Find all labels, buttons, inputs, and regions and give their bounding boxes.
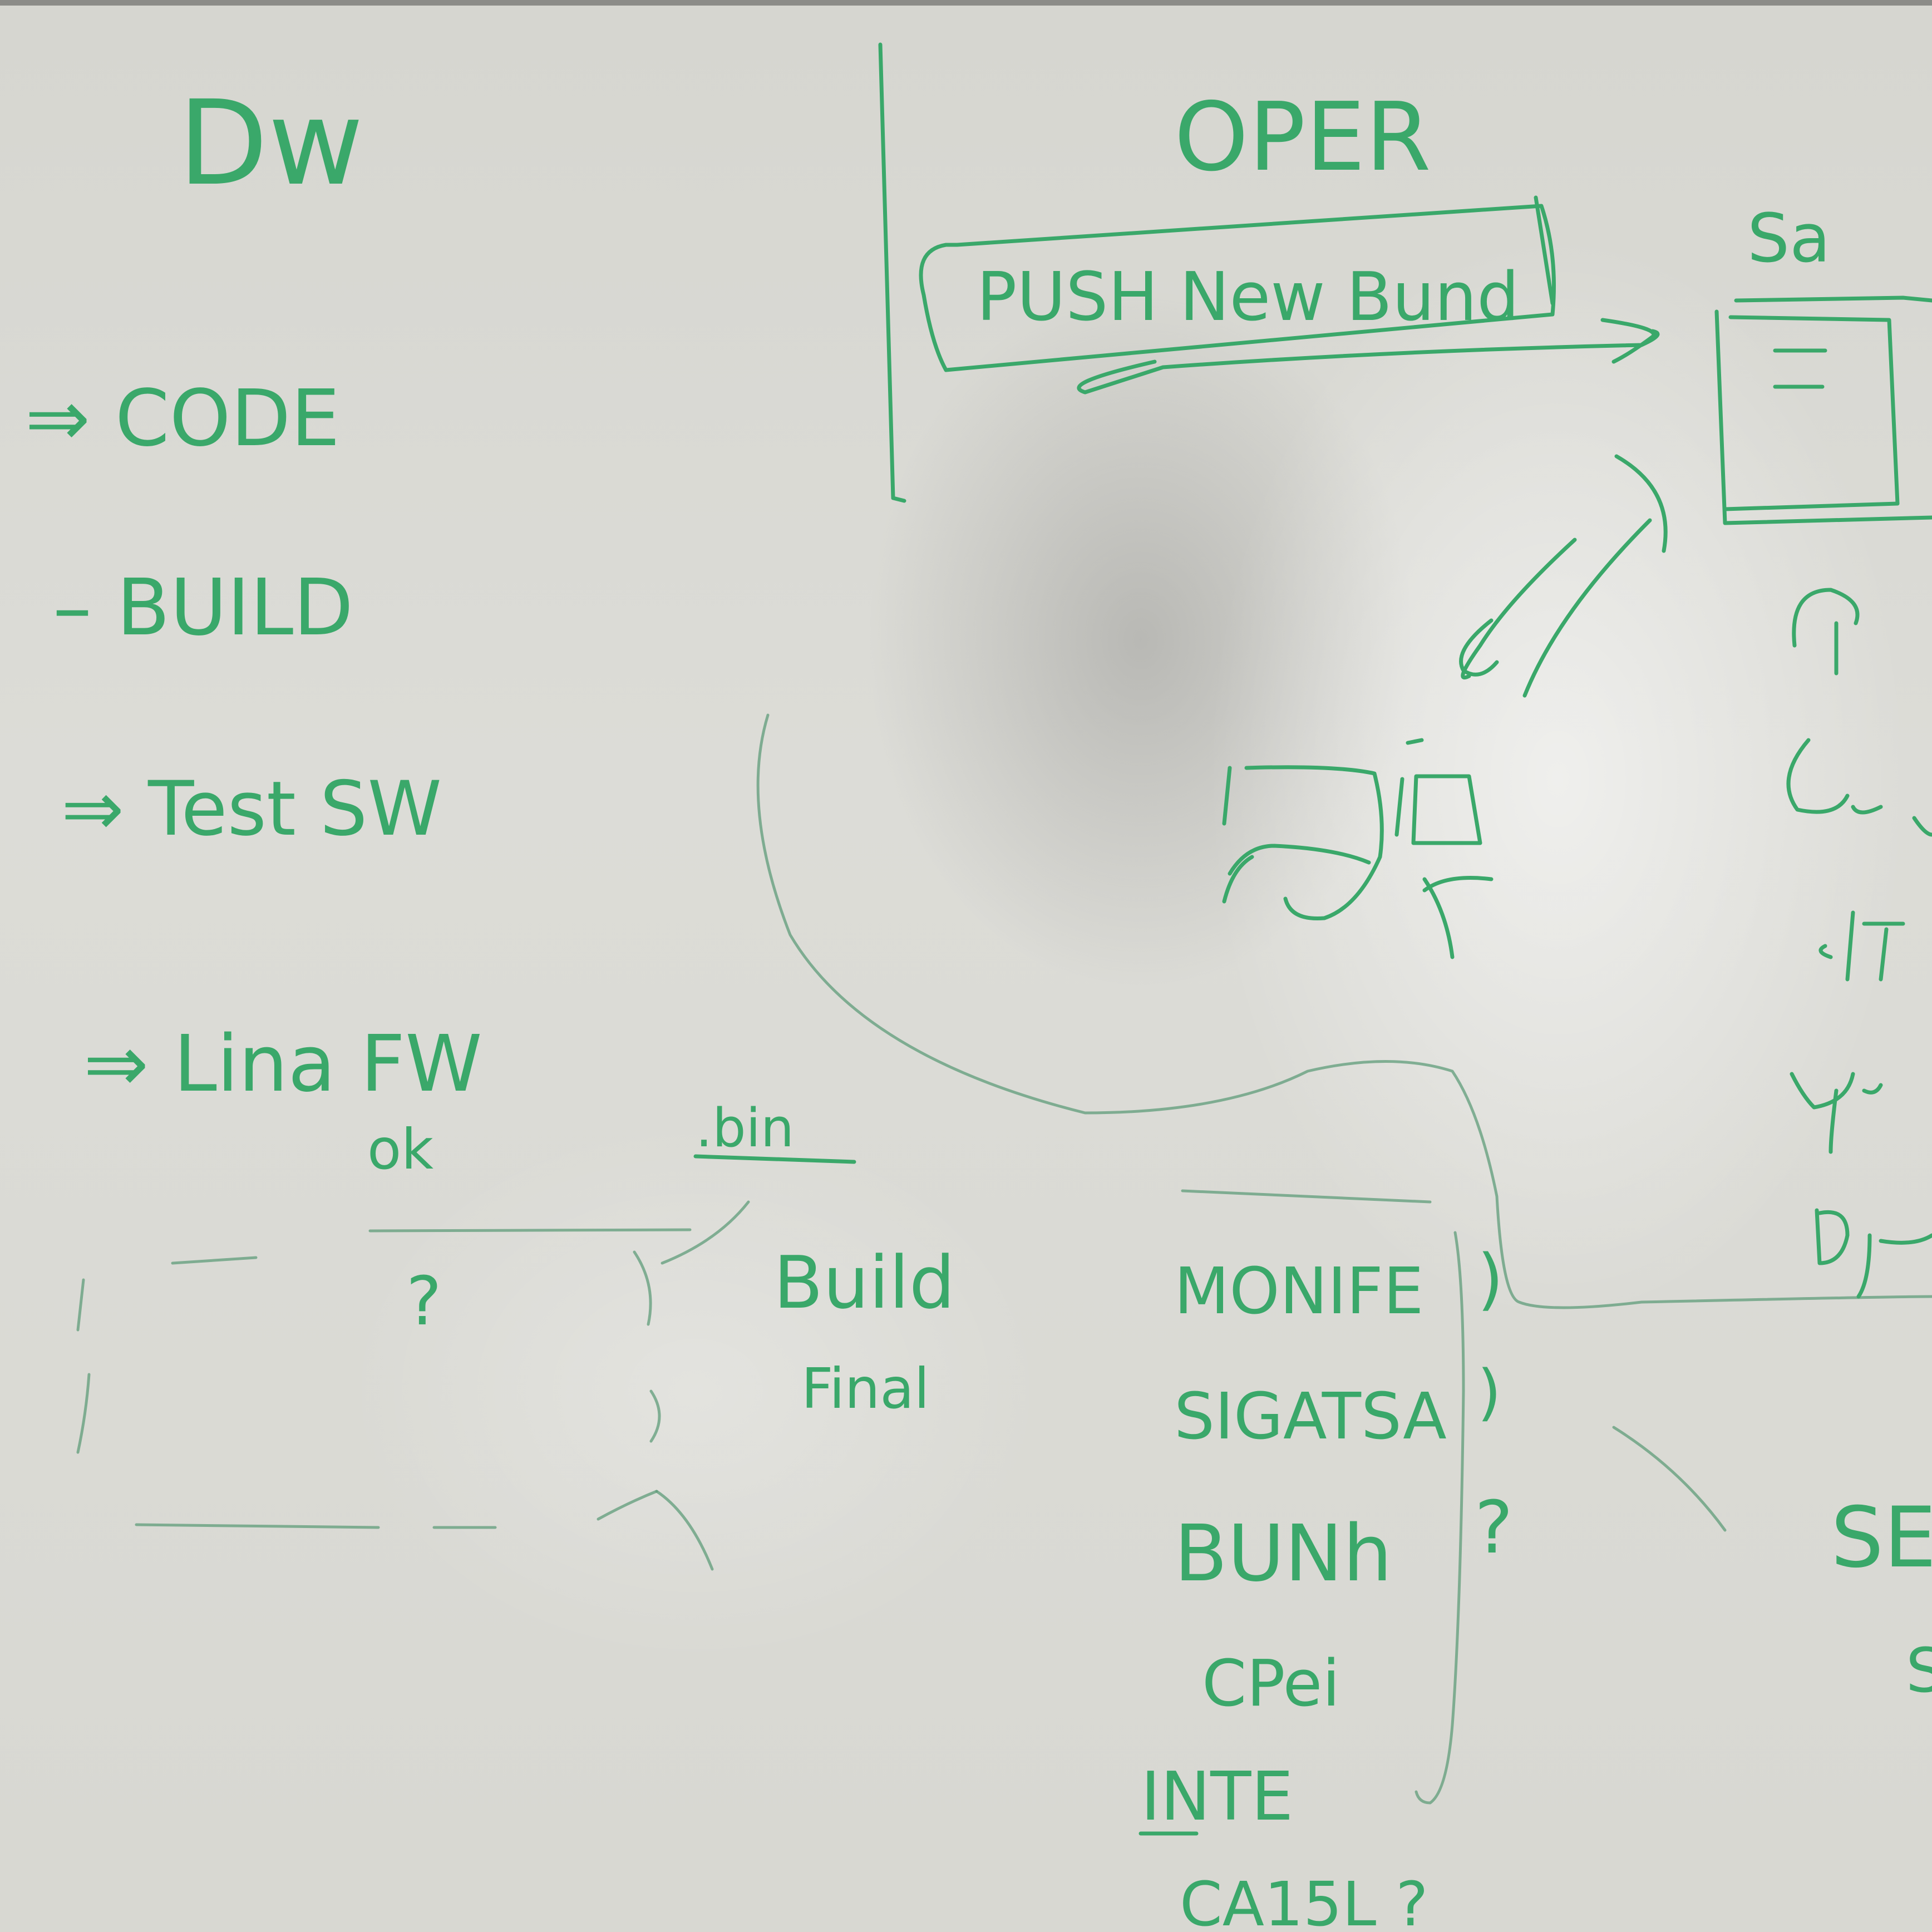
right-edge-scribble-4	[1790, 1072, 1883, 1154]
list-bracket	[1414, 1231, 1465, 1805]
arrow-to-sa	[1077, 318, 1660, 395]
dashed-box-right	[633, 1250, 661, 1443]
left-build-label: Build	[773, 1240, 955, 1325]
right-title: Sa	[1747, 200, 1831, 278]
center-boxed-label: PUSH New Bund	[977, 259, 1519, 336]
dashed-box-left	[76, 1278, 91, 1454]
list-mark-2: )	[1477, 1357, 1501, 1428]
center-list-item-monife: MONIFE	[1174, 1254, 1424, 1329]
center-list-item-bunh: BUNh	[1174, 1509, 1392, 1599]
boundary-curve	[756, 713, 1932, 1309]
bin-underline	[693, 1154, 856, 1164]
stroke-to-se	[1612, 1426, 1727, 1532]
left-item-lina-fw: ⇒ Lina FW	[83, 1019, 482, 1110]
device-sketch	[1222, 765, 1384, 921]
right-box	[1714, 295, 1932, 525]
center-list-item-sigatsa: SIGATSA	[1174, 1379, 1447, 1454]
right-edge-scribble-3	[1818, 910, 1905, 982]
left-sub-bin: .bin	[696, 1098, 794, 1159]
center-list-item-cpei: CPei	[1202, 1647, 1340, 1721]
center-list-item-inte: INTE	[1141, 1758, 1293, 1836]
list-mark-3: ?	[1475, 1485, 1513, 1570]
column-divider	[878, 42, 906, 503]
dashed-box-connector-top	[661, 1200, 750, 1265]
device-sketch-small	[1394, 738, 1494, 959]
dashed-box-bottom	[135, 1490, 658, 1529]
dashed-box-connector-bottom	[655, 1490, 714, 1571]
right-edge-scribble-2	[1786, 738, 1932, 837]
dashed-box-question-mark: ?	[406, 1263, 442, 1340]
left-item-build: – BUILD	[53, 563, 353, 653]
left-sub-ok: ok	[367, 1117, 433, 1182]
arrow-from-sa	[1461, 454, 1668, 698]
left-item-code: ⇒ CODE	[25, 373, 340, 464]
left-final-label: Final	[801, 1356, 929, 1421]
push-box-inner-edge	[1534, 195, 1555, 305]
push-box-outline	[919, 204, 1556, 372]
right-edge-scribble-5	[1815, 1208, 1932, 1299]
left-item-test-sw: ⇒ Test SW	[61, 765, 442, 852]
right-edge-scribble-1	[1792, 588, 1860, 676]
right-partial-s: S	[1906, 1635, 1932, 1706]
right-partial-se: SE	[1831, 1490, 1932, 1586]
right-box-lines	[1773, 348, 1827, 389]
arrow-head-down	[1459, 618, 1499, 677]
list-mark-1: )	[1477, 1241, 1504, 1318]
list-top-line	[1181, 1189, 1432, 1204]
left-title: Dw	[178, 75, 363, 211]
dashed-box-top	[171, 1228, 692, 1265]
center-list-item-ca15l: CA15L ?	[1180, 1869, 1428, 1932]
whiteboard-frame-edge	[0, 0, 1932, 6]
center-title: OPER	[1174, 82, 1431, 193]
